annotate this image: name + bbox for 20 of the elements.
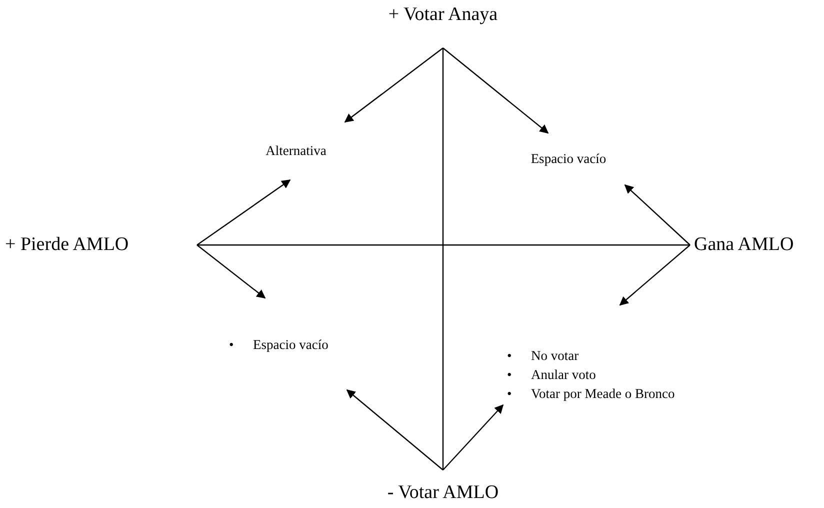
arrow — [619, 244, 690, 306]
axis-label: + Pierde AMLO — [5, 234, 129, 256]
bullet-item: • Anular voto — [507, 366, 597, 384]
arrow — [196, 244, 266, 299]
arrow — [196, 179, 291, 246]
axis-label: Gana AMLO — [694, 234, 794, 256]
arrow — [344, 48, 444, 123]
arrow — [346, 389, 444, 470]
arrow — [442, 404, 504, 470]
bullet-item: • Votar por Meade o Bronco — [507, 385, 675, 403]
arrow — [624, 184, 690, 246]
bullet-item: • No votar — [507, 347, 580, 365]
axis-line — [442, 48, 444, 470]
bullet-item: • Espacio vacío — [229, 336, 328, 354]
quadrant-label: Alternativa — [266, 143, 326, 159]
axis-line — [197, 244, 690, 246]
arrow — [442, 48, 549, 134]
quadrant-label: Espacio vacío — [530, 151, 606, 167]
axis-label: + Votar Anaya — [388, 4, 498, 26]
axis-label: - Votar AMLO — [387, 482, 499, 504]
